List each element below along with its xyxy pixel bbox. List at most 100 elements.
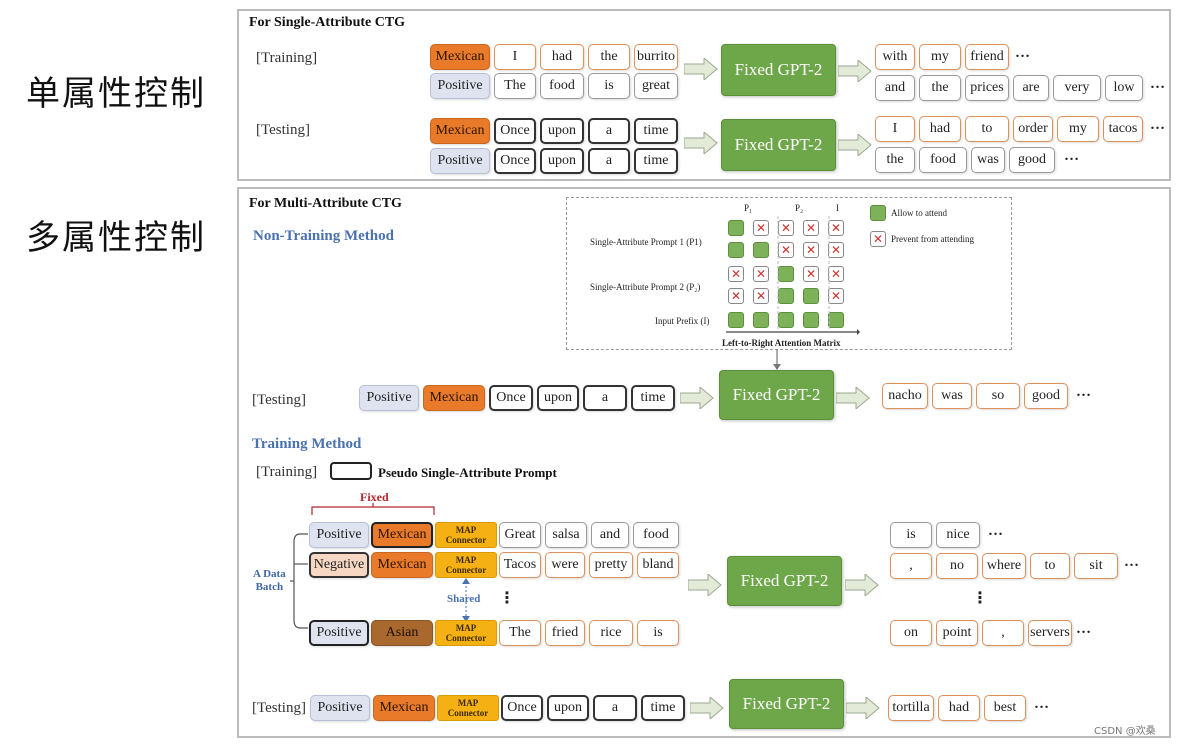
- attr-tag-positive: Positive: [430, 148, 490, 174]
- token: time: [634, 118, 678, 144]
- fixed-gpt2-block: Fixed GPT-2: [721, 119, 836, 171]
- map-connector-text: Connector: [445, 535, 487, 545]
- token: pretty: [589, 552, 633, 578]
- token: salsa: [545, 522, 587, 548]
- output-token: was: [971, 147, 1005, 173]
- token: a: [593, 695, 637, 721]
- watermark: CSDN @欢桑: [1094, 726, 1156, 737]
- token: and: [591, 522, 629, 548]
- multi-attribute-heading: 多属性控制: [26, 218, 206, 258]
- multi-attribute-panel: [237, 187, 1171, 738]
- token: food: [633, 522, 679, 548]
- token: time: [634, 148, 678, 174]
- token: the: [588, 44, 630, 70]
- fixed-bracket: [311, 503, 435, 515]
- output-arrow: [836, 387, 870, 409]
- attr-tag-positive: Positive: [430, 73, 490, 99]
- token: upon: [547, 695, 589, 721]
- token: upon: [537, 385, 579, 411]
- token: a: [588, 118, 630, 144]
- token: upon: [540, 118, 584, 144]
- token: rice: [589, 620, 633, 646]
- attr-tag-positive: Positive: [310, 695, 370, 721]
- attention-matrix-grid: ✕✕✕✕✕✕✕✕✕✕✕✕✕✕: [728, 220, 852, 332]
- input-arrow: [684, 132, 718, 154]
- matrix-row-label: Input Prefix (I): [655, 316, 710, 326]
- attr-tag-positive: Positive: [309, 522, 369, 548]
- matrix-cell-allow: [778, 312, 794, 328]
- output-arrow: [838, 60, 872, 82]
- map-connector-text: Connector: [445, 565, 487, 575]
- token: time: [641, 695, 685, 721]
- legend-allow-swatch: [870, 205, 886, 221]
- output-token: was: [932, 383, 972, 409]
- matrix-cell-prevent: ✕: [728, 266, 744, 282]
- token: is: [588, 73, 630, 99]
- output-token: best: [984, 695, 1026, 721]
- token: food: [540, 73, 584, 99]
- output-token: the: [875, 147, 915, 173]
- output-token: ,: [982, 620, 1024, 646]
- input-arrow: [680, 387, 714, 409]
- output-arrow: [838, 134, 872, 156]
- output-token: prices: [965, 75, 1009, 101]
- output-token: had: [919, 116, 961, 142]
- matrix-cell-allow: [828, 312, 844, 328]
- token: upon: [540, 148, 584, 174]
- continuation-dots: …: [1076, 384, 1091, 400]
- single-attribute-heading: 单属性控制: [26, 74, 206, 114]
- attr-tag-positive: Positive: [309, 620, 369, 646]
- testing-label: [Testing]: [252, 392, 306, 408]
- map-connector-text: Connector: [447, 708, 489, 718]
- token: time: [631, 385, 675, 411]
- output-token: no: [936, 553, 978, 579]
- legend-allow-label: Allow to attend: [891, 208, 947, 218]
- matrix-caption: Left-to-Right Attention Matrix: [722, 338, 841, 348]
- training-label: [Training]: [256, 50, 318, 66]
- output-token: low: [1105, 75, 1143, 101]
- fixed-gpt2-block: Fixed GPT-2: [721, 44, 836, 96]
- map-connector-text: MAP: [455, 623, 477, 633]
- matrix-cell-prevent: ✕: [753, 288, 769, 304]
- matrix-dividers: [726, 216, 860, 335]
- matrix-col-label: P₁: [744, 203, 753, 213]
- output-token: order: [1013, 116, 1053, 142]
- output-token: good: [1009, 147, 1055, 173]
- attr-tag-mexican: Mexican: [430, 118, 490, 144]
- vertical-dots: ⋮: [499, 588, 515, 607]
- continuation-dots: …: [1150, 76, 1165, 92]
- batch-bracket: [290, 533, 308, 629]
- token: Great: [499, 522, 541, 548]
- output-token: tortilla: [888, 695, 934, 721]
- output-token: where: [982, 553, 1026, 579]
- output-token: friend: [965, 44, 1009, 70]
- matrix-cell-prevent: ✕: [803, 220, 819, 236]
- output-token: to: [1030, 553, 1070, 579]
- output-token: nacho: [882, 383, 928, 409]
- output-token: had: [938, 695, 980, 721]
- output-token: to: [965, 116, 1009, 142]
- token: burrito: [634, 44, 678, 70]
- token: great: [634, 73, 678, 99]
- matrix-cell-allow: [753, 242, 769, 258]
- continuation-dots: …: [1034, 696, 1049, 712]
- token: is: [637, 620, 679, 646]
- matrix-to-gpt-arrow: [773, 349, 781, 370]
- attr-tag-mexican: Mexican: [371, 522, 433, 548]
- token: fried: [545, 620, 585, 646]
- output-token: nice: [936, 522, 980, 548]
- output-arrow: [845, 574, 879, 596]
- vertical-dots: ⋮: [972, 588, 988, 607]
- fixed-label: Fixed: [360, 490, 389, 504]
- matrix-cell-allow: [803, 312, 819, 328]
- map-connector-text: MAP: [455, 555, 477, 565]
- token: Once: [501, 695, 543, 721]
- map-connector-text: MAP: [455, 525, 477, 535]
- output-arrow: [846, 697, 880, 719]
- training-label: [Training]: [256, 464, 318, 480]
- fixed-gpt2-block: Fixed GPT-2: [719, 370, 834, 420]
